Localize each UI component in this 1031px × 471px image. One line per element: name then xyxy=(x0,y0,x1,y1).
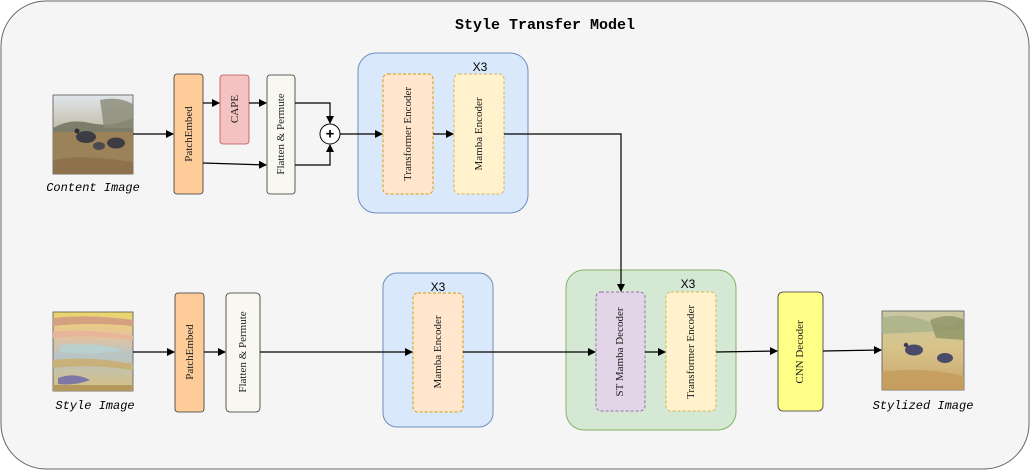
edge-flatten-to-add-bottom xyxy=(295,144,334,166)
top-group-repeat-label: X3 xyxy=(473,60,488,74)
bottom-patch-embed-label: PatchEmbed xyxy=(184,324,196,380)
content-image xyxy=(52,94,134,175)
cnn-decoder-label: CNN Decoder xyxy=(794,320,806,384)
decoder-group-repeat-label: X3 xyxy=(681,277,696,291)
top-flatten-label: Flatten & Permute xyxy=(275,93,287,174)
top-transformer-encoder-label: Transformer Encoder xyxy=(402,87,414,181)
bottom-flatten-label: Flatten & Permute xyxy=(237,311,249,392)
style-image-caption: Style Image xyxy=(55,399,134,413)
bottom-mamba-encoder-label: Mamba Encoder xyxy=(432,315,444,388)
diagram-title: Style Transfer Model xyxy=(455,17,635,34)
edge-decoder-group-to-cnn xyxy=(715,347,778,356)
stylized-image xyxy=(881,310,965,391)
cnn-decoder-block xyxy=(777,291,824,412)
top-patch-embed-label: PatchEmbed xyxy=(183,106,195,162)
top-flatten-block xyxy=(266,74,296,195)
edge-cnn-to-stylized xyxy=(822,346,882,355)
content-image-caption: Content Image xyxy=(46,181,140,195)
stylized-image-caption: Stylized Image xyxy=(873,399,974,413)
cape-block xyxy=(219,74,250,145)
add-operator-symbol: + xyxy=(326,126,335,143)
top-mamba-encoder-label: Mamba Encoder xyxy=(473,97,485,170)
top-patch-embed-block xyxy=(173,73,204,195)
edge-top-group-to-st-mamba xyxy=(504,133,625,292)
style-image xyxy=(52,311,134,392)
edge-flatten-to-add-top xyxy=(295,102,334,124)
bottom-group-repeat-label: X3 xyxy=(431,280,446,294)
edge-patchembed-to-flatten xyxy=(202,160,267,169)
decoder-transformer-encoder-label: Transformer Encoder xyxy=(685,305,697,399)
cape-label: CAPE xyxy=(229,95,241,123)
st-mamba-decoder-label: ST Mamba Decoder xyxy=(614,307,626,396)
